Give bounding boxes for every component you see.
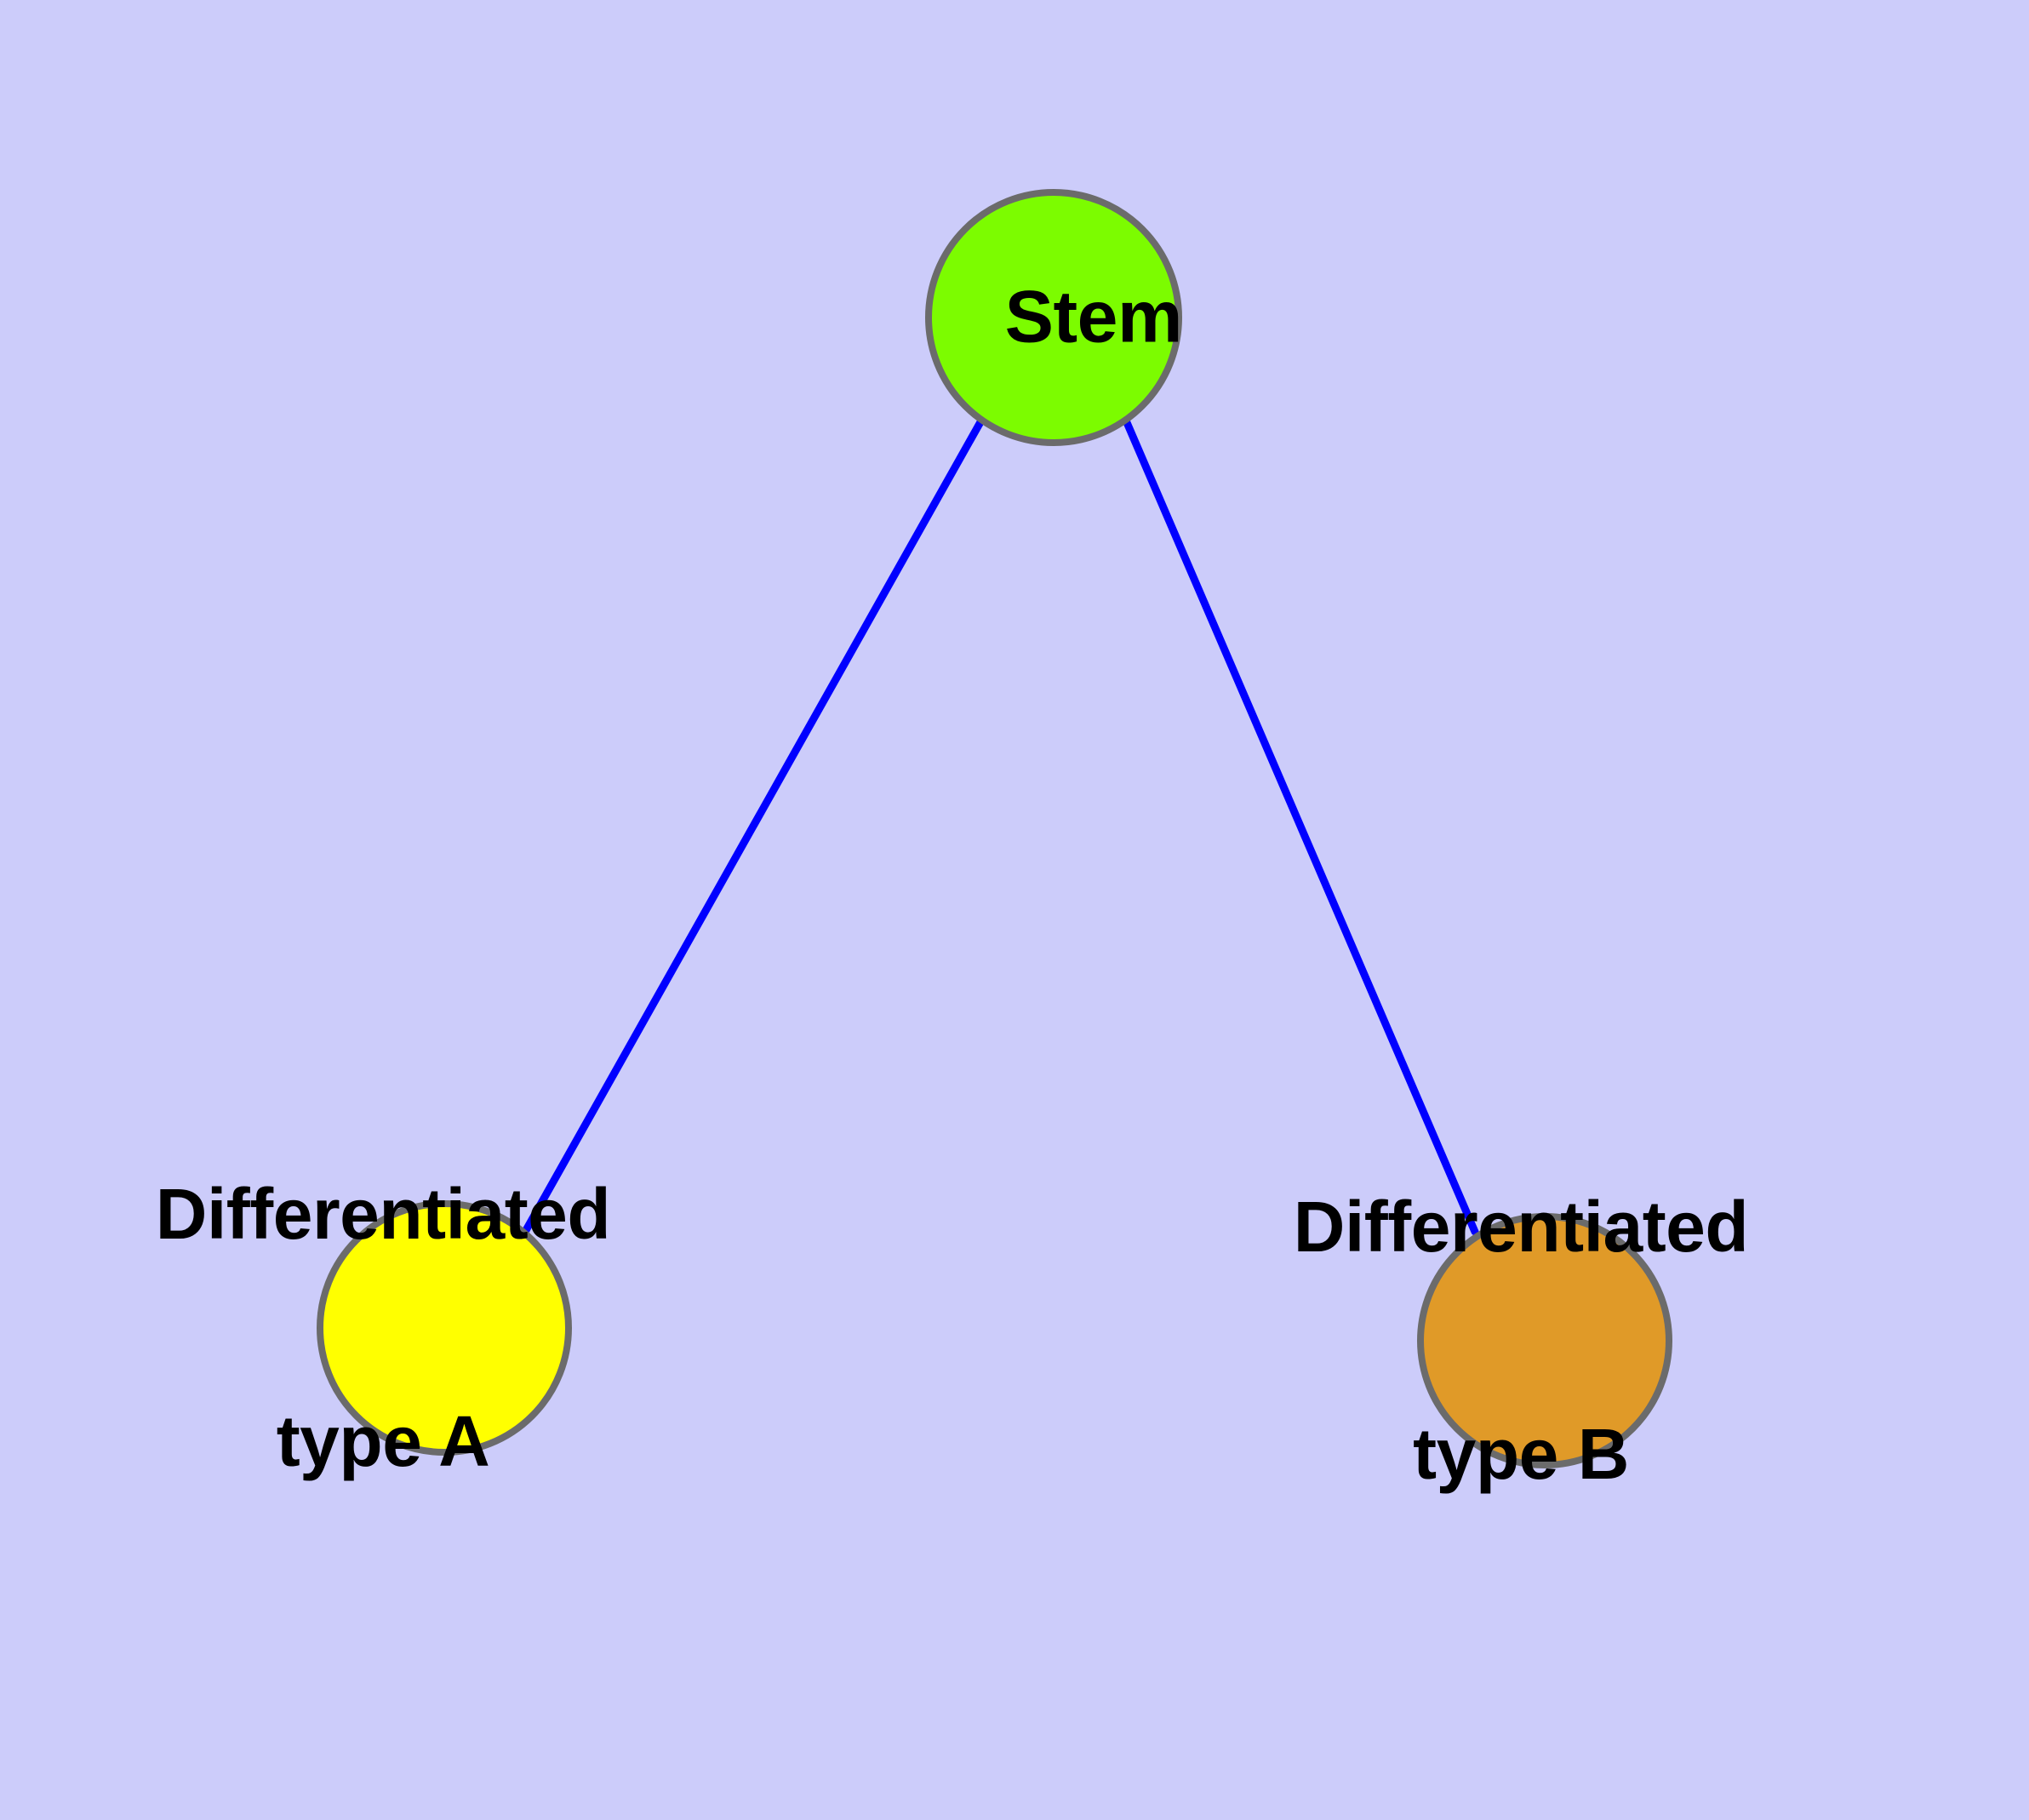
node-stem[interactable] bbox=[925, 189, 1182, 446]
node-differentiated-type-a[interactable] bbox=[317, 1200, 572, 1456]
edge-layer bbox=[513, 416, 1479, 1250]
node-differentiated-type-b[interactable] bbox=[1417, 1213, 1672, 1468]
node-layer bbox=[317, 189, 1672, 1468]
edge-stem-to-differentiated-type-b[interactable] bbox=[1122, 416, 1479, 1236]
edge-stem-to-differentiated-type-a[interactable] bbox=[513, 416, 986, 1250]
